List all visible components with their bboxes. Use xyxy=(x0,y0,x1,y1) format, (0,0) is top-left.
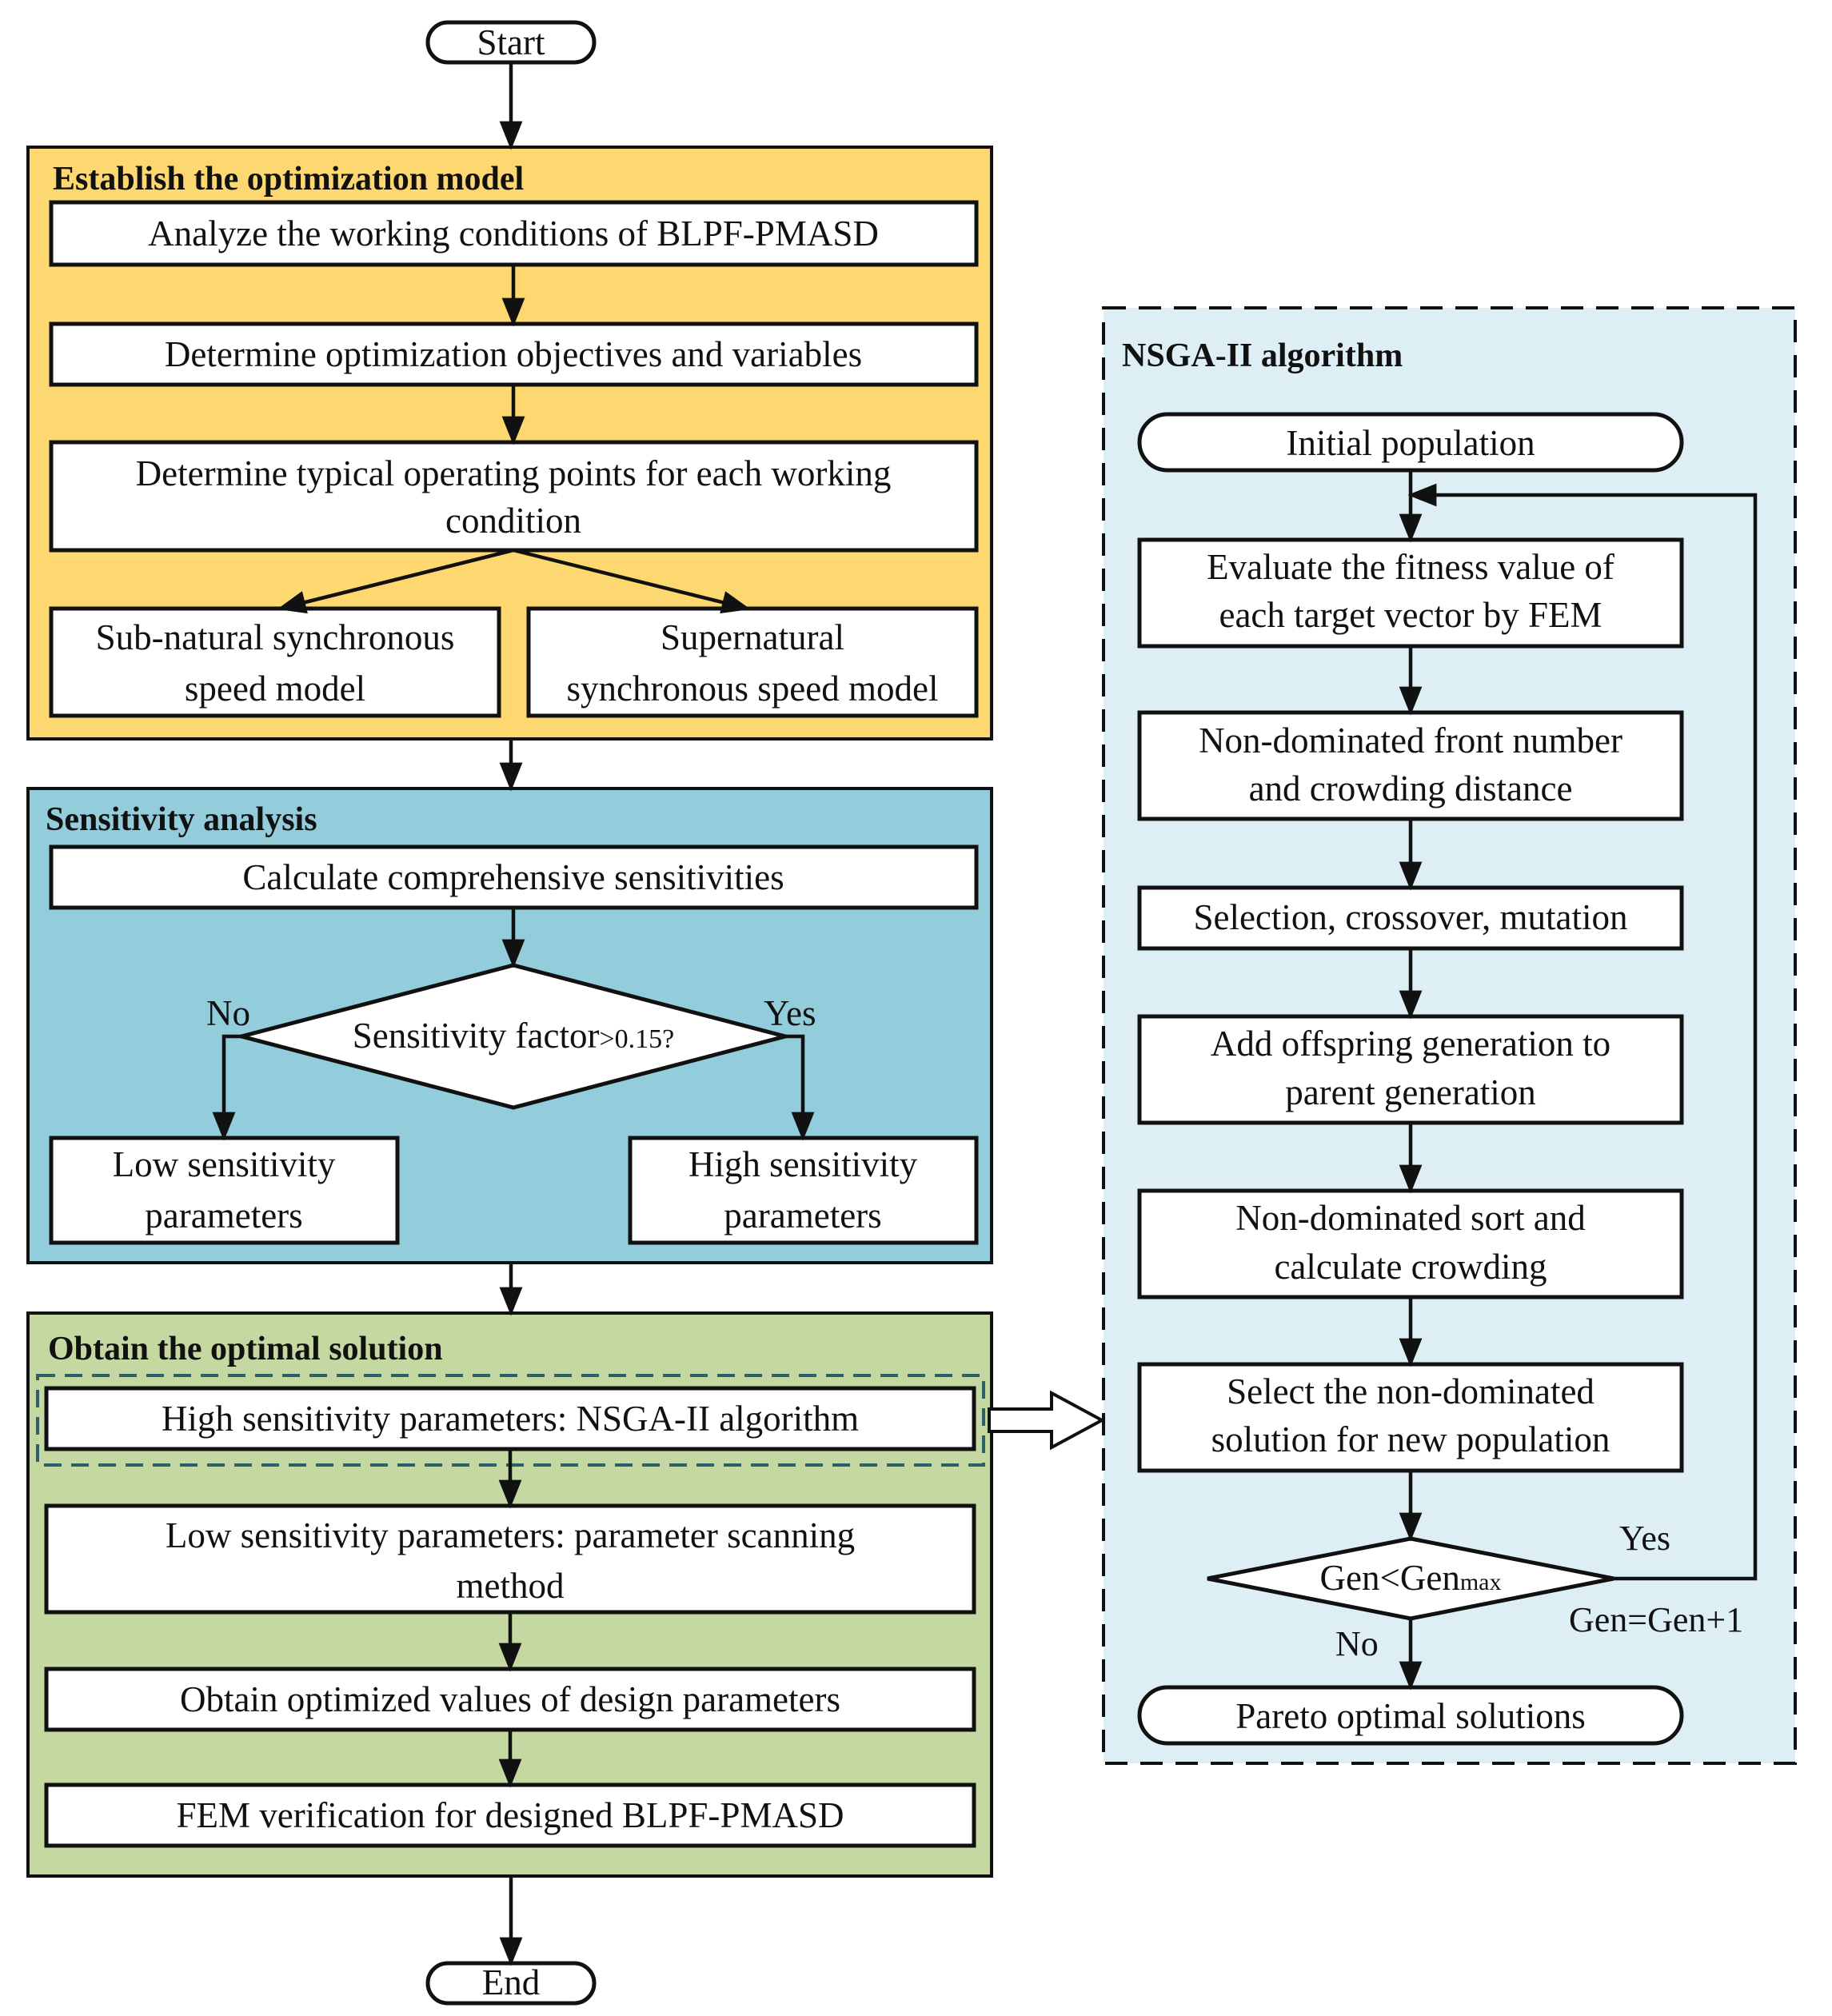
add-offspring-box: Add offspring generation to parent gener… xyxy=(1137,1014,1684,1125)
low-sensitivity-scanning-text-line2: method xyxy=(457,1566,565,1606)
nsga-link-arrow xyxy=(988,1390,1106,1451)
low-sensitivity-box: Low sensitivity parameters xyxy=(49,1136,400,1245)
operating-points-box: Determine typical operating points for e… xyxy=(49,440,979,553)
low-sensitivity-scanning-text-line1: Low sensitivity parameters: parameter sc… xyxy=(166,1515,855,1555)
generation-decision-subscript: max xyxy=(1460,1569,1502,1595)
evaluate-fitness-box: Evaluate the fitness value of each targe… xyxy=(1137,537,1684,649)
generation-yes-label: Yes xyxy=(1619,1519,1670,1558)
fem-verification-box: FEM verification for designed BLPF-PMASD xyxy=(44,1782,976,1848)
arrow-operating-to-subnatural xyxy=(277,548,514,614)
model-section-title: Establish the optimization model xyxy=(53,161,524,198)
high-sensitivity-nsga-box: High sensitivity parameters: NSGA-II alg… xyxy=(44,1386,976,1451)
initial-population-terminator: Initial population xyxy=(1137,412,1684,473)
sensitivity-decision-text: Sensitivity factor>0.15? xyxy=(353,1016,674,1056)
selection-crossover-text: Selection, crossover, mutation xyxy=(1193,897,1627,937)
selection-crossover-box: Selection, crossover, mutation xyxy=(1137,885,1684,951)
add-offspring-text-line1: Add offspring generation to xyxy=(1211,1024,1610,1064)
low-sensitivity-scanning-box: Low sensitivity parameters: parameter sc… xyxy=(44,1503,976,1615)
sub-natural-model-text-line1: Sub-natural synchronous xyxy=(96,617,455,657)
non-dominated-sort-box: Non-dominated sort and calculate crowdin… xyxy=(1137,1188,1684,1299)
add-offspring-text-line2: parent generation xyxy=(1285,1072,1536,1112)
sensitivity-no-label: No xyxy=(206,993,250,1033)
sub-natural-model-box: Sub-natural synchronous speed model xyxy=(49,606,501,718)
non-dominated-sort-text-line1: Non-dominated sort and xyxy=(1235,1198,1585,1238)
evaluate-fitness-text-line2: each target vector by FEM xyxy=(1219,595,1602,635)
optimal-section-title: Obtain the optimal solution xyxy=(48,1331,443,1367)
high-sensitivity-nsga-text: High sensitivity parameters: NSGA-II alg… xyxy=(162,1399,859,1439)
generation-increment-label: Gen=Gen+1 xyxy=(1569,1600,1743,1639)
high-sensitivity-text-line1: High sensitivity xyxy=(688,1144,918,1184)
nsga-section-title: NSGA-II algorithm xyxy=(1122,337,1403,374)
analyze-working-conditions-text: Analyze the working conditions of BLPF-P… xyxy=(148,214,879,253)
pareto-solutions-text: Pareto optimal solutions xyxy=(1235,1696,1585,1736)
sensitivity-decision-diamond: Sensitivity factor>0.15? xyxy=(233,963,793,1110)
arrow-decision-yes-loop xyxy=(1407,483,1758,1581)
start-label: Start xyxy=(477,22,545,62)
high-sensitivity-text-line2: parameters xyxy=(724,1196,881,1236)
initial-population-text: Initial population xyxy=(1286,423,1535,463)
pareto-solutions-terminator: Pareto optimal solutions xyxy=(1137,1685,1684,1746)
optimized-values-text: Obtain optimized values of design parame… xyxy=(180,1679,840,1719)
non-dominated-front-box: Non-dominated front number and crowding … xyxy=(1137,710,1684,821)
low-sensitivity-text-line2: parameters xyxy=(145,1196,302,1236)
low-sensitivity-text-line1: Low sensitivity xyxy=(113,1144,336,1184)
arrow-decision-no-to-low xyxy=(212,1034,241,1141)
determine-objectives-box: Determine optimization objectives and va… xyxy=(49,321,979,387)
end-terminator: End xyxy=(425,1961,597,2006)
sensitivity-section-title: Sensitivity analysis xyxy=(46,801,317,838)
select-new-population-box: Select the non-dominated solution for ne… xyxy=(1137,1362,1684,1473)
calculate-sensitivities-box: Calculate comprehensive sensitivities xyxy=(49,844,979,910)
determine-objectives-text: Determine optimization objectives and va… xyxy=(165,334,862,374)
end-label: End xyxy=(482,1962,541,2002)
non-dominated-sort-text-line2: calculate crowding xyxy=(1274,1247,1547,1287)
arrow-decision-yes-to-high xyxy=(785,1034,815,1141)
sub-natural-model-text-line2: speed model xyxy=(185,669,365,709)
non-dominated-front-text-line2: and crowding distance xyxy=(1249,768,1573,808)
operating-points-text-line2: condition xyxy=(445,501,581,541)
non-dominated-front-text-line1: Non-dominated front number xyxy=(1199,721,1622,760)
select-new-population-text-line2: solution for new population xyxy=(1211,1419,1610,1459)
generation-decision-main: Gen<Gen xyxy=(1320,1558,1460,1598)
sensitivity-decision-main: Sensitivity factor xyxy=(353,1016,600,1056)
connector-arrows xyxy=(212,62,1758,1966)
sensitivity-yes-label: Yes xyxy=(764,993,816,1033)
sensitivity-decision-threshold: >0.15? xyxy=(599,1024,674,1054)
generation-no-label: No xyxy=(1335,1624,1379,1663)
generation-decision-text: Gen<Genmax xyxy=(1320,1558,1502,1598)
operating-points-text-line1: Determine typical operating points for e… xyxy=(136,453,892,493)
fem-verification-text: FEM verification for designed BLPF-PMASD xyxy=(177,1795,844,1835)
analyze-working-conditions-box: Analyze the working conditions of BLPF-P… xyxy=(49,200,979,267)
select-new-population-text-line1: Select the non-dominated xyxy=(1227,1371,1595,1411)
high-sensitivity-box: High sensitivity parameters xyxy=(628,1136,979,1245)
supernatural-model-box: Supernatural synchronous speed model xyxy=(526,606,979,718)
supernatural-model-text-line1: Supernatural xyxy=(661,617,844,657)
optimized-values-box: Obtain optimized values of design parame… xyxy=(44,1667,976,1732)
supernatural-model-text-line2: synchronous speed model xyxy=(567,669,939,709)
start-terminator: Start xyxy=(425,20,597,65)
arrow-operating-to-supernatural xyxy=(513,548,751,614)
calculate-sensitivities-text: Calculate comprehensive sensitivities xyxy=(242,857,784,897)
evaluate-fitness-text-line1: Evaluate the fitness value of xyxy=(1207,547,1614,587)
